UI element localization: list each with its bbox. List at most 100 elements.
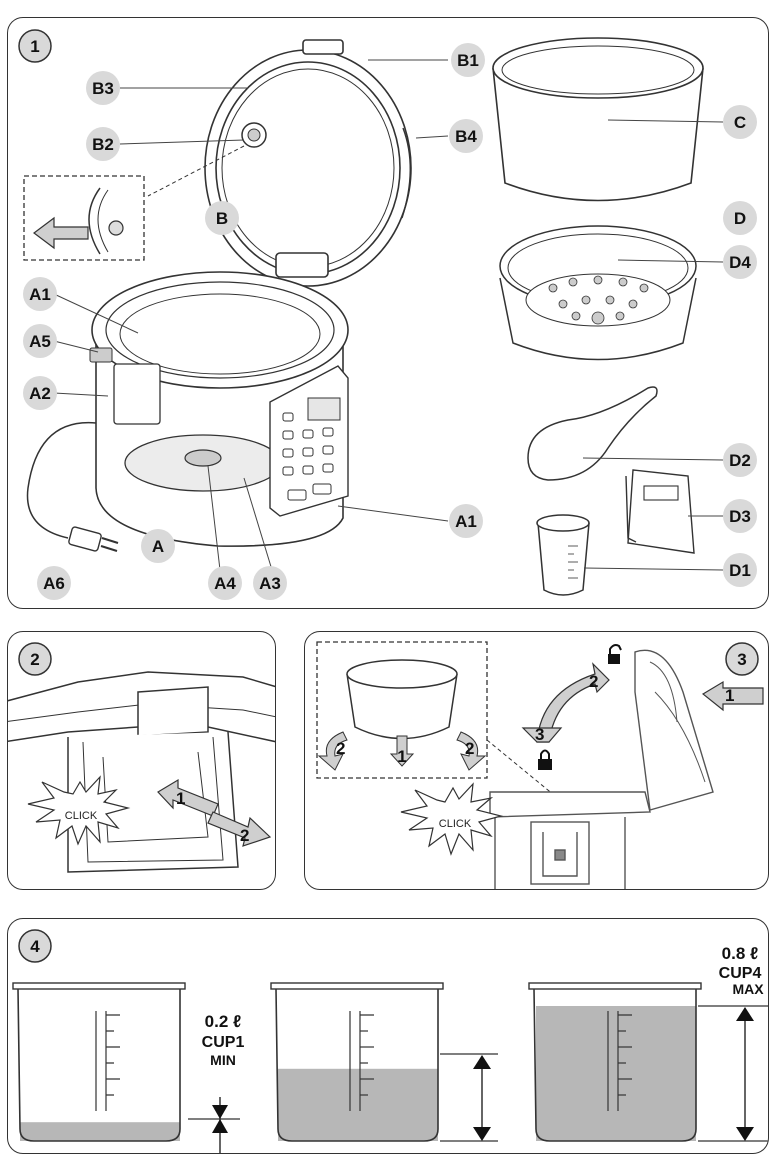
svg-text:B1: B1 (457, 51, 479, 70)
min-marker: 0.2 ℓ CUP1 MIN (188, 1012, 244, 1153)
label-a5: A5 (23, 324, 57, 358)
label-b4: B4 (449, 119, 483, 153)
rice-spoon (527, 386, 658, 481)
panel-1: 1 (7, 17, 769, 609)
label-b3: B3 (86, 71, 120, 105)
pot-min (12, 982, 186, 1142)
label-b: B (205, 201, 239, 235)
panel-number-badge (18, 642, 52, 676)
lid (204, 39, 412, 287)
svg-text:D3: D3 (729, 507, 751, 526)
inset-pot (346, 659, 458, 740)
panel-number: 1 (30, 37, 39, 56)
label-a3: A3 (253, 566, 287, 600)
cooker-body (89, 271, 349, 547)
min-volume: 0.2 ℓ (205, 1012, 242, 1031)
svg-text:A4: A4 (214, 574, 236, 593)
panel-number-badge (18, 29, 52, 63)
svg-text:A5: A5 (29, 332, 51, 351)
svg-text:A2: A2 (29, 384, 51, 403)
svg-text:D: D (734, 209, 746, 228)
arrow-1-icon: 1 (701, 680, 764, 712)
arrow-left-icon (33, 216, 89, 250)
panel-number-badge (18, 929, 52, 963)
click-text: CLICK (439, 818, 472, 830)
svg-text:D1: D1 (729, 561, 751, 580)
svg-text:2: 2 (589, 672, 598, 691)
panel-number: 2 (30, 650, 39, 669)
label-b2: B2 (86, 127, 120, 161)
svg-text:C: C (734, 113, 746, 132)
control-panel (269, 365, 349, 517)
cooker-side (489, 649, 714, 889)
label-d3: D3 (723, 499, 757, 533)
label-a: A (141, 529, 175, 563)
svg-text:1: 1 (176, 789, 185, 808)
svg-text:1: 1 (397, 747, 406, 766)
panel-number: 4 (30, 937, 40, 956)
twist-down-icon: 1 (389, 735, 415, 767)
min-tag: MIN (210, 1052, 236, 1068)
svg-text:1: 1 (725, 686, 734, 705)
panel-3: 2 1 2 2 3 1 CLICK 3 (304, 631, 769, 890)
unlock-icon (608, 644, 622, 664)
panel-2-drawing: CLICK 1 2 2 (8, 642, 275, 873)
svg-text:A1: A1 (455, 512, 477, 531)
panel-1-drawing: 1 (18, 29, 757, 600)
label-d4: D4 (723, 245, 757, 279)
mid-range-marker (440, 1053, 498, 1142)
svg-text:B3: B3 (92, 79, 114, 98)
max-cup: CUP4 (719, 965, 762, 982)
svg-text:3: 3 (535, 725, 544, 744)
label-d: D (723, 201, 757, 235)
twist-left-icon: 2 (317, 731, 348, 771)
heating-plate (124, 434, 282, 492)
part-labels: B1 B3 B2 B4 B C D D4 D2 D3 D1 A1 A5 A2 A… (23, 43, 757, 600)
panel-2: CLICK 1 2 2 (7, 631, 276, 890)
valve-inset (23, 175, 145, 261)
svg-text:A1: A1 (29, 285, 51, 304)
label-a4: A4 (208, 566, 242, 600)
panel-4: 4 0.2 ℓ CUP1 MIN (7, 918, 769, 1154)
click-text: CLICK (65, 810, 98, 822)
svg-text:D4: D4 (729, 253, 751, 272)
label-a2: A2 (23, 376, 57, 410)
steamer-basket (499, 225, 697, 361)
label-d2: D2 (723, 443, 757, 477)
plug (68, 526, 119, 552)
twist-right-icon: 2 (456, 731, 487, 771)
svg-text:B4: B4 (455, 127, 477, 146)
measuring-cup (536, 514, 590, 596)
label-a1-panel: A1 (449, 504, 483, 538)
lock-icon (538, 749, 552, 770)
click-burst (400, 782, 504, 856)
label-c: C (723, 105, 757, 139)
water-fill-min (20, 1122, 180, 1141)
svg-text:D2: D2 (729, 451, 751, 470)
pot-max (528, 982, 702, 1142)
svg-text:B: B (216, 209, 228, 228)
inner-pot (492, 37, 704, 202)
power-cord (26, 421, 97, 539)
pot-mid (270, 982, 444, 1142)
rotate-arrow-icon: 2 3 (521, 662, 610, 744)
svg-text:2: 2 (240, 826, 249, 845)
label-d1: D1 (723, 553, 757, 587)
svg-text:A6: A6 (43, 574, 65, 593)
svg-text:B2: B2 (92, 135, 114, 154)
label-b1: B1 (451, 43, 485, 77)
panel-4-drawing: 4 0.2 ℓ CUP1 MIN (12, 929, 768, 1153)
svg-text:2: 2 (336, 739, 345, 758)
steam-valve (241, 122, 267, 148)
panel-3-drawing: 2 1 2 2 3 1 CLICK 3 (316, 641, 764, 889)
max-marker: 0.8 ℓ CUP4 MAX (698, 944, 768, 1142)
click-burst (27, 775, 131, 846)
svg-text:2: 2 (465, 739, 474, 758)
label-a1-top: A1 (23, 277, 57, 311)
spoon-holder (625, 469, 695, 554)
max-tag: MAX (732, 981, 764, 997)
label-a6: A6 (37, 566, 71, 600)
arrow-1-icon: 1 (157, 778, 219, 817)
panel-number-badge (725, 642, 759, 676)
svg-text:A3: A3 (259, 574, 281, 593)
